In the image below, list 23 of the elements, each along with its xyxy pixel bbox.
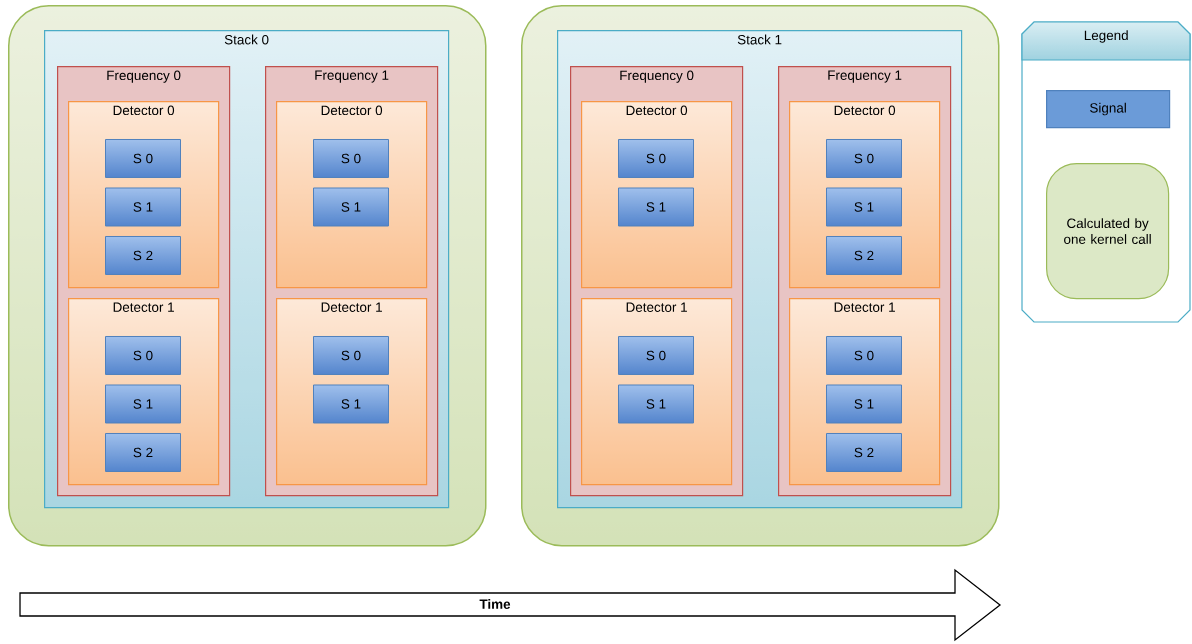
signal-box: S 0 [105, 336, 181, 375]
signal-box: S 0 [618, 139, 694, 178]
signal-box: S 1 [313, 384, 389, 424]
legend-key: Signal [1046, 90, 1171, 129]
signal-box: S 0 [826, 336, 902, 375]
signal-box: S 0 [105, 139, 181, 178]
signal-box: S 0 [826, 139, 902, 178]
signal-box: S 1 [826, 187, 902, 227]
signal-box: S 2 [105, 433, 181, 472]
signal-box: S 1 [105, 384, 181, 424]
signal-box: S 2 [826, 433, 902, 472]
signal-box: S 2 [105, 236, 181, 275]
signal-box: S 1 [105, 187, 181, 227]
legend-key: Calculated by one kernel call [1046, 163, 1170, 300]
signal-box: S 1 [826, 384, 902, 424]
signal-box: S 1 [313, 187, 389, 227]
signal-box: S 1 [618, 384, 694, 424]
signal-box: S 1 [618, 187, 694, 227]
arrow-label: Time [479, 599, 511, 609]
signal-box: S 0 [313, 336, 389, 375]
signal-box: S 0 [618, 336, 694, 375]
signal-box: S 2 [826, 236, 902, 275]
signal-box: S 0 [313, 139, 389, 178]
